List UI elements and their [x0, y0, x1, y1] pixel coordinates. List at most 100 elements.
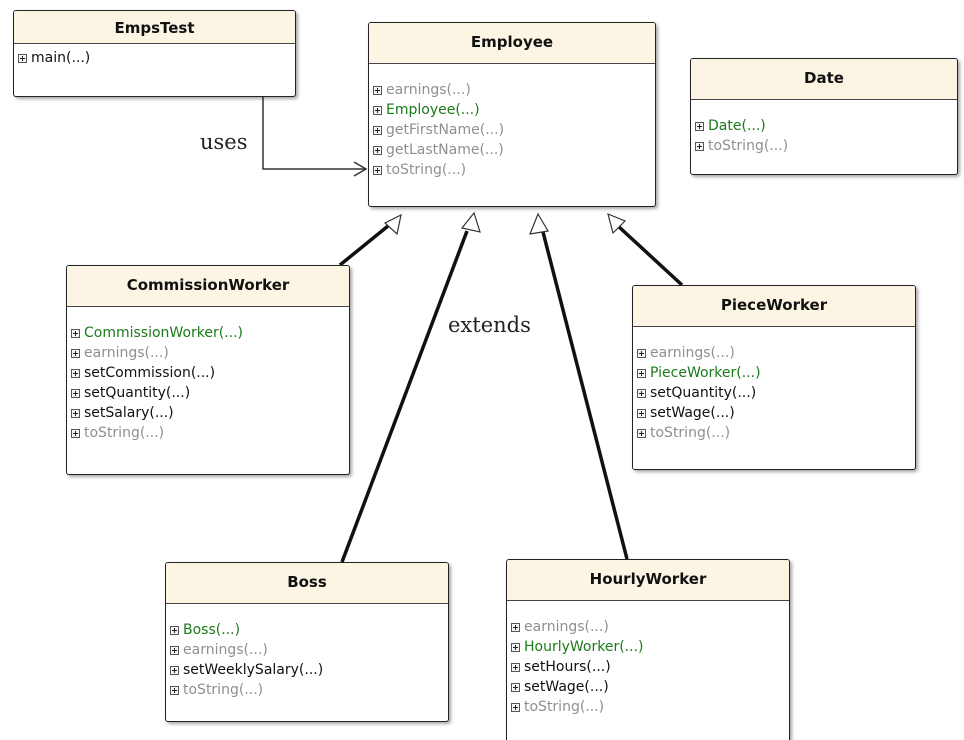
generalization-arrow-boss — [460, 211, 481, 233]
expand-icon[interactable] — [373, 165, 382, 175]
method-row[interactable]: toString(...) — [170, 680, 448, 700]
method-name: Date(...) — [708, 118, 766, 134]
method-name: CommissionWorker(...) — [84, 325, 244, 341]
method-row[interactable]: earnings(...) — [511, 617, 789, 637]
expand-icon[interactable] — [511, 662, 520, 672]
expand-icon[interactable] — [511, 622, 520, 632]
method-name: toString(...) — [386, 162, 467, 178]
method-name: toString(...) — [524, 699, 605, 715]
expand-icon[interactable] — [170, 685, 179, 695]
extends-line-commissionworker — [338, 224, 390, 267]
expand-icon[interactable] — [71, 408, 80, 418]
extends-label: extends — [448, 313, 531, 337]
method-name: setSalary(...) — [84, 405, 174, 421]
method-name: setHours(...) — [524, 659, 611, 675]
uses-label: uses — [200, 130, 248, 154]
method-name: toString(...) — [708, 138, 789, 154]
method-row[interactable]: toString(...) — [71, 423, 349, 443]
method-row[interactable]: main(...) — [18, 48, 295, 68]
expand-icon[interactable] — [71, 328, 80, 338]
method-row[interactable]: toString(...) — [511, 697, 789, 717]
method-row[interactable]: setQuantity(...) — [71, 383, 349, 403]
method-row[interactable]: setWage(...) — [511, 677, 789, 697]
class-name-empstest: EmpsTest — [14, 11, 295, 44]
method-row[interactable]: earnings(...) — [373, 80, 655, 100]
class-box-boss[interactable]: Boss Boss(...) earnings(...) setWeeklySa… — [165, 562, 449, 722]
method-row[interactable]: setCommission(...) — [71, 363, 349, 383]
expand-icon[interactable] — [373, 125, 382, 135]
method-row[interactable]: setWeeklySalary(...) — [170, 660, 448, 680]
expand-icon[interactable] — [18, 53, 27, 63]
expand-icon[interactable] — [695, 141, 704, 151]
class-box-date[interactable]: Date Date(...) toString(...) — [690, 58, 958, 175]
generalization-arrow-pieceworker — [607, 212, 627, 235]
expand-icon[interactable] — [637, 348, 646, 358]
method-row[interactable]: toString(...) — [695, 136, 957, 156]
expand-icon[interactable] — [511, 702, 520, 712]
expand-icon[interactable] — [637, 388, 646, 398]
method-row[interactable]: earnings(...) — [170, 640, 448, 660]
method-row[interactable]: setQuantity(...) — [637, 383, 915, 403]
method-name: Boss(...) — [183, 622, 241, 638]
method-row[interactable]: earnings(...) — [71, 343, 349, 363]
class-name-hourlyworker: HourlyWorker — [507, 560, 789, 601]
class-box-commissionworker[interactable]: CommissionWorker CommissionWorker(...) e… — [66, 265, 350, 475]
constructor-row[interactable]: PieceWorker(...) — [637, 363, 915, 383]
constructor-row[interactable]: CommissionWorker(...) — [71, 323, 349, 343]
method-name: main(...) — [31, 50, 91, 66]
expand-icon[interactable] — [71, 388, 80, 398]
method-name: earnings(...) — [650, 345, 735, 361]
expand-icon[interactable] — [373, 145, 382, 155]
method-row[interactable]: setHours(...) — [511, 657, 789, 677]
class-name-employee: Employee — [369, 23, 655, 64]
expand-icon[interactable] — [373, 105, 382, 115]
class-name-date: Date — [691, 59, 957, 100]
expand-icon[interactable] — [511, 682, 520, 692]
uses-association-line — [262, 97, 366, 170]
expand-icon[interactable] — [637, 408, 646, 418]
constructor-row[interactable]: Employee(...) — [373, 100, 655, 120]
extends-line-boss — [340, 230, 469, 563]
method-name: setQuantity(...) — [84, 385, 191, 401]
expand-icon[interactable] — [71, 368, 80, 378]
class-box-employee[interactable]: Employee earnings(...) Employee(...) get… — [368, 22, 656, 207]
class-box-pieceworker[interactable]: PieceWorker earnings(...) PieceWorker(..… — [632, 285, 916, 470]
constructor-row[interactable]: Boss(...) — [170, 620, 448, 640]
method-name: earnings(...) — [524, 619, 609, 635]
expand-icon[interactable] — [511, 642, 520, 652]
method-row[interactable]: earnings(...) — [637, 343, 915, 363]
expand-icon[interactable] — [637, 428, 646, 438]
method-name: setWage(...) — [524, 679, 609, 695]
expand-icon[interactable] — [373, 85, 382, 95]
method-row[interactable]: toString(...) — [373, 160, 655, 180]
method-name: getLastName(...) — [386, 142, 504, 158]
method-row[interactable]: setWage(...) — [637, 403, 915, 423]
expand-icon[interactable] — [71, 348, 80, 358]
expand-icon[interactable] — [71, 428, 80, 438]
class-name-boss: Boss — [166, 563, 448, 604]
expand-icon[interactable] — [637, 368, 646, 378]
method-name: toString(...) — [650, 425, 731, 441]
constructor-row[interactable]: HourlyWorker(...) — [511, 637, 789, 657]
expand-icon[interactable] — [170, 645, 179, 655]
class-box-empstest[interactable]: EmpsTest main(...) — [13, 10, 296, 97]
method-name: toString(...) — [84, 425, 165, 441]
expand-icon[interactable] — [170, 625, 179, 635]
expand-icon[interactable] — [695, 121, 704, 131]
constructor-row[interactable]: Date(...) — [695, 116, 957, 136]
expand-icon[interactable] — [170, 665, 179, 675]
method-name: setQuantity(...) — [650, 385, 757, 401]
method-name: earnings(...) — [183, 642, 268, 658]
method-name: getFirstName(...) — [386, 122, 505, 138]
generalization-arrow-commissionworker — [383, 213, 402, 236]
method-row[interactable]: setSalary(...) — [71, 403, 349, 423]
method-row[interactable]: getLastName(...) — [373, 140, 655, 160]
method-name: earnings(...) — [84, 345, 169, 361]
method-name: Employee(...) — [386, 102, 480, 118]
method-name: setWeeklySalary(...) — [183, 662, 324, 678]
method-row[interactable]: toString(...) — [637, 423, 915, 443]
method-row[interactable]: getFirstName(...) — [373, 120, 655, 140]
class-box-hourlyworker[interactable]: HourlyWorker earnings(...) HourlyWorker(… — [506, 559, 790, 740]
method-name: earnings(...) — [386, 82, 471, 98]
method-name: setWage(...) — [650, 405, 735, 421]
